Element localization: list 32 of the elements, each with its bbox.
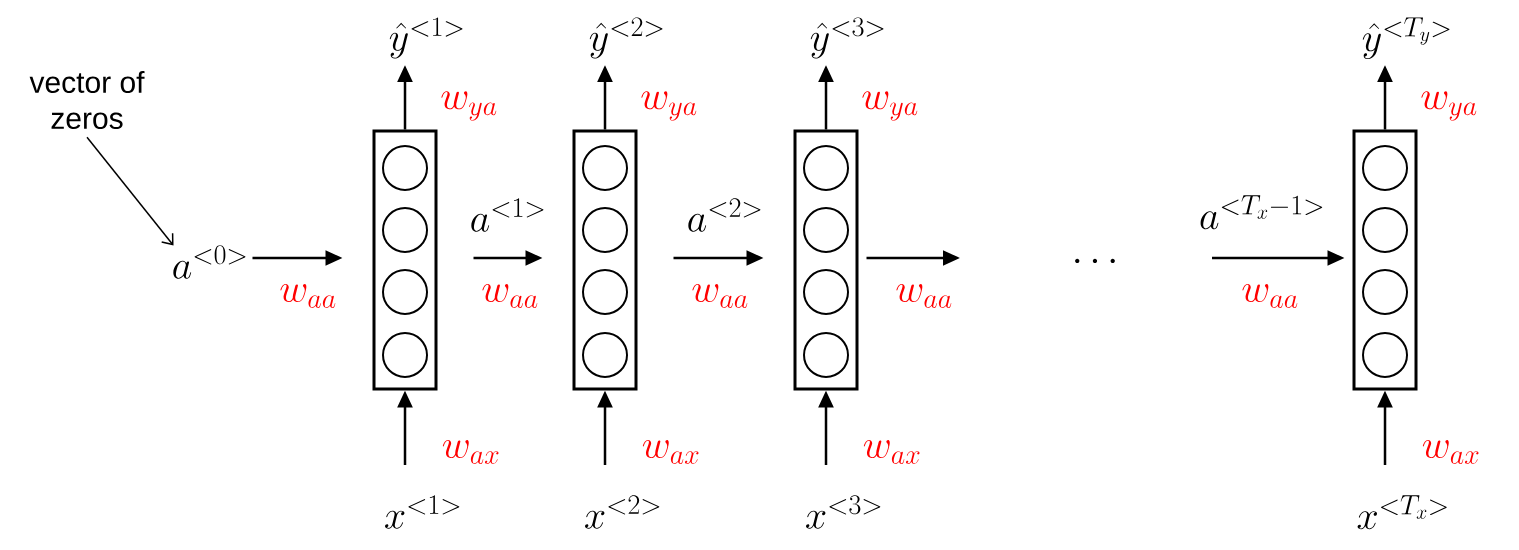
math-label: $\cdots$ — [1075, 258, 1115, 263]
math-label: $\hat{y}^{<T_y>}$ — [1362, 17, 1450, 60]
weight-label: $w_{ax}$ — [442, 439, 499, 464]
weight-label: $w_{ya}$ — [1421, 91, 1477, 121]
rnn-cell-drawing — [572, 129, 638, 391]
weight-label: $w_{ax}$ — [1422, 439, 1479, 464]
math-label: $x^{<T_x>}$ — [1357, 495, 1447, 530]
weight-label: $w_{ya}$ — [641, 91, 697, 121]
math-label: $a^{<2>}$ — [688, 198, 761, 232]
math-label: $a^{<T_x-1>}$ — [1200, 195, 1323, 230]
math-label: $\hat{y}^{<3>}$ — [810, 17, 884, 59]
math-label: $a^{<0>}$ — [173, 245, 246, 279]
math-label: $x^{<3>}$ — [806, 495, 881, 529]
weight-label: $w_{ax}$ — [863, 439, 920, 464]
math-label: $x^{<2>}$ — [585, 495, 660, 529]
annotation-text: vector of zeros — [29, 71, 145, 129]
math-label: $x^{<1>}$ — [385, 495, 460, 529]
leader-line — [86, 136, 174, 246]
weight-label: $w_{aa}$ — [1242, 283, 1298, 308]
rnn-cell-drawing — [372, 129, 438, 391]
weight-label: $w_{ya}$ — [862, 91, 918, 121]
weight-label: $w_{ya}$ — [441, 91, 497, 121]
math-label: $\hat{y}^{<1>}$ — [389, 17, 463, 59]
weight-label: $w_{aa}$ — [280, 283, 336, 308]
weight-label: $w_{aa}$ — [692, 283, 748, 308]
weight-label: $w_{aa}$ — [896, 283, 952, 308]
math-label: $\hat{y}^{<2>}$ — [589, 17, 663, 59]
weight-label: $w_{ax}$ — [642, 439, 699, 464]
math-label: $a^{<1>}$ — [471, 198, 544, 232]
rnn-cell-drawing — [793, 129, 859, 391]
weight-label: $w_{aa}$ — [482, 283, 538, 308]
rnn-cell-drawing — [1352, 129, 1418, 391]
